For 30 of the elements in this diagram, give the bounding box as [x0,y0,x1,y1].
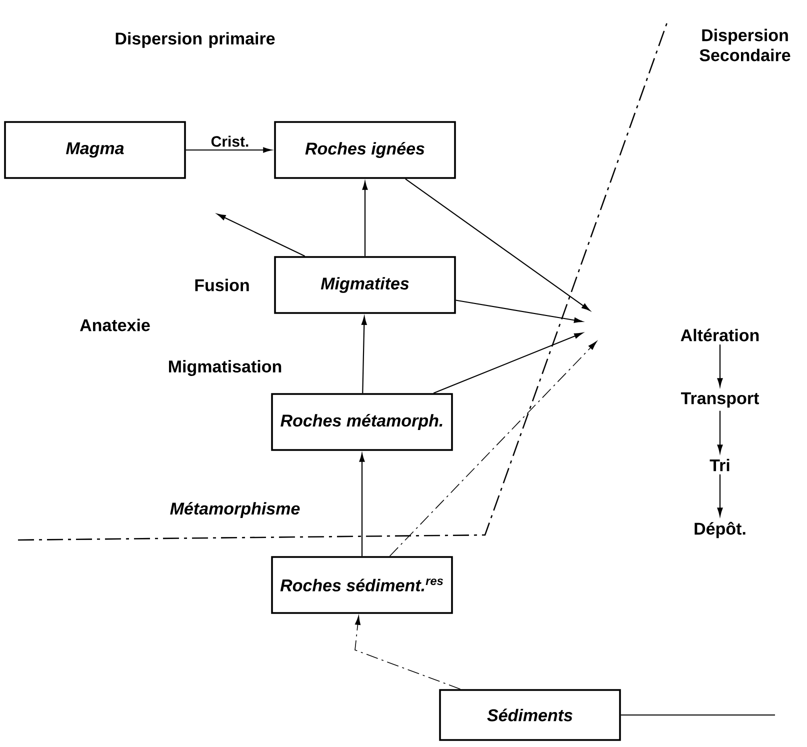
arrow [362,181,368,256]
rock-box: Roches métamorph. [271,393,453,451]
arrow [717,474,723,516]
process-text: Tri [710,458,730,472]
label-text: Fusion [195,278,249,292]
label-text: Migmatisation [169,360,282,376]
process-text: Transport [681,392,759,408]
rock-box: Migmatites [274,256,456,314]
label-text: Dispersion primaire [116,32,275,48]
edge-label: Crist. [210,134,250,148]
arrow [361,316,367,394]
arrow [217,214,306,257]
arrow [389,341,597,556]
rock-box: Roches ignées [274,121,456,179]
arrow [186,147,272,153]
arrow [405,178,590,311]
rock-box: Roches sédiment.$^{res}$ [271,556,453,614]
arrow [717,344,723,387]
arrow [354,616,461,690]
arrow [433,332,583,394]
rock-box: Sédiments [439,689,621,741]
arrow [717,410,723,454]
arrow [456,300,583,323]
arrow [359,453,365,556]
label-text: Métamorphisme [170,502,300,518]
rock-box: Magma [4,121,186,179]
label-text: Dispersion Secondaire [700,28,790,62]
label-text: Anatexie [80,318,150,332]
process-text: Dépôt. [694,522,746,538]
process-text: Altération [680,328,759,342]
